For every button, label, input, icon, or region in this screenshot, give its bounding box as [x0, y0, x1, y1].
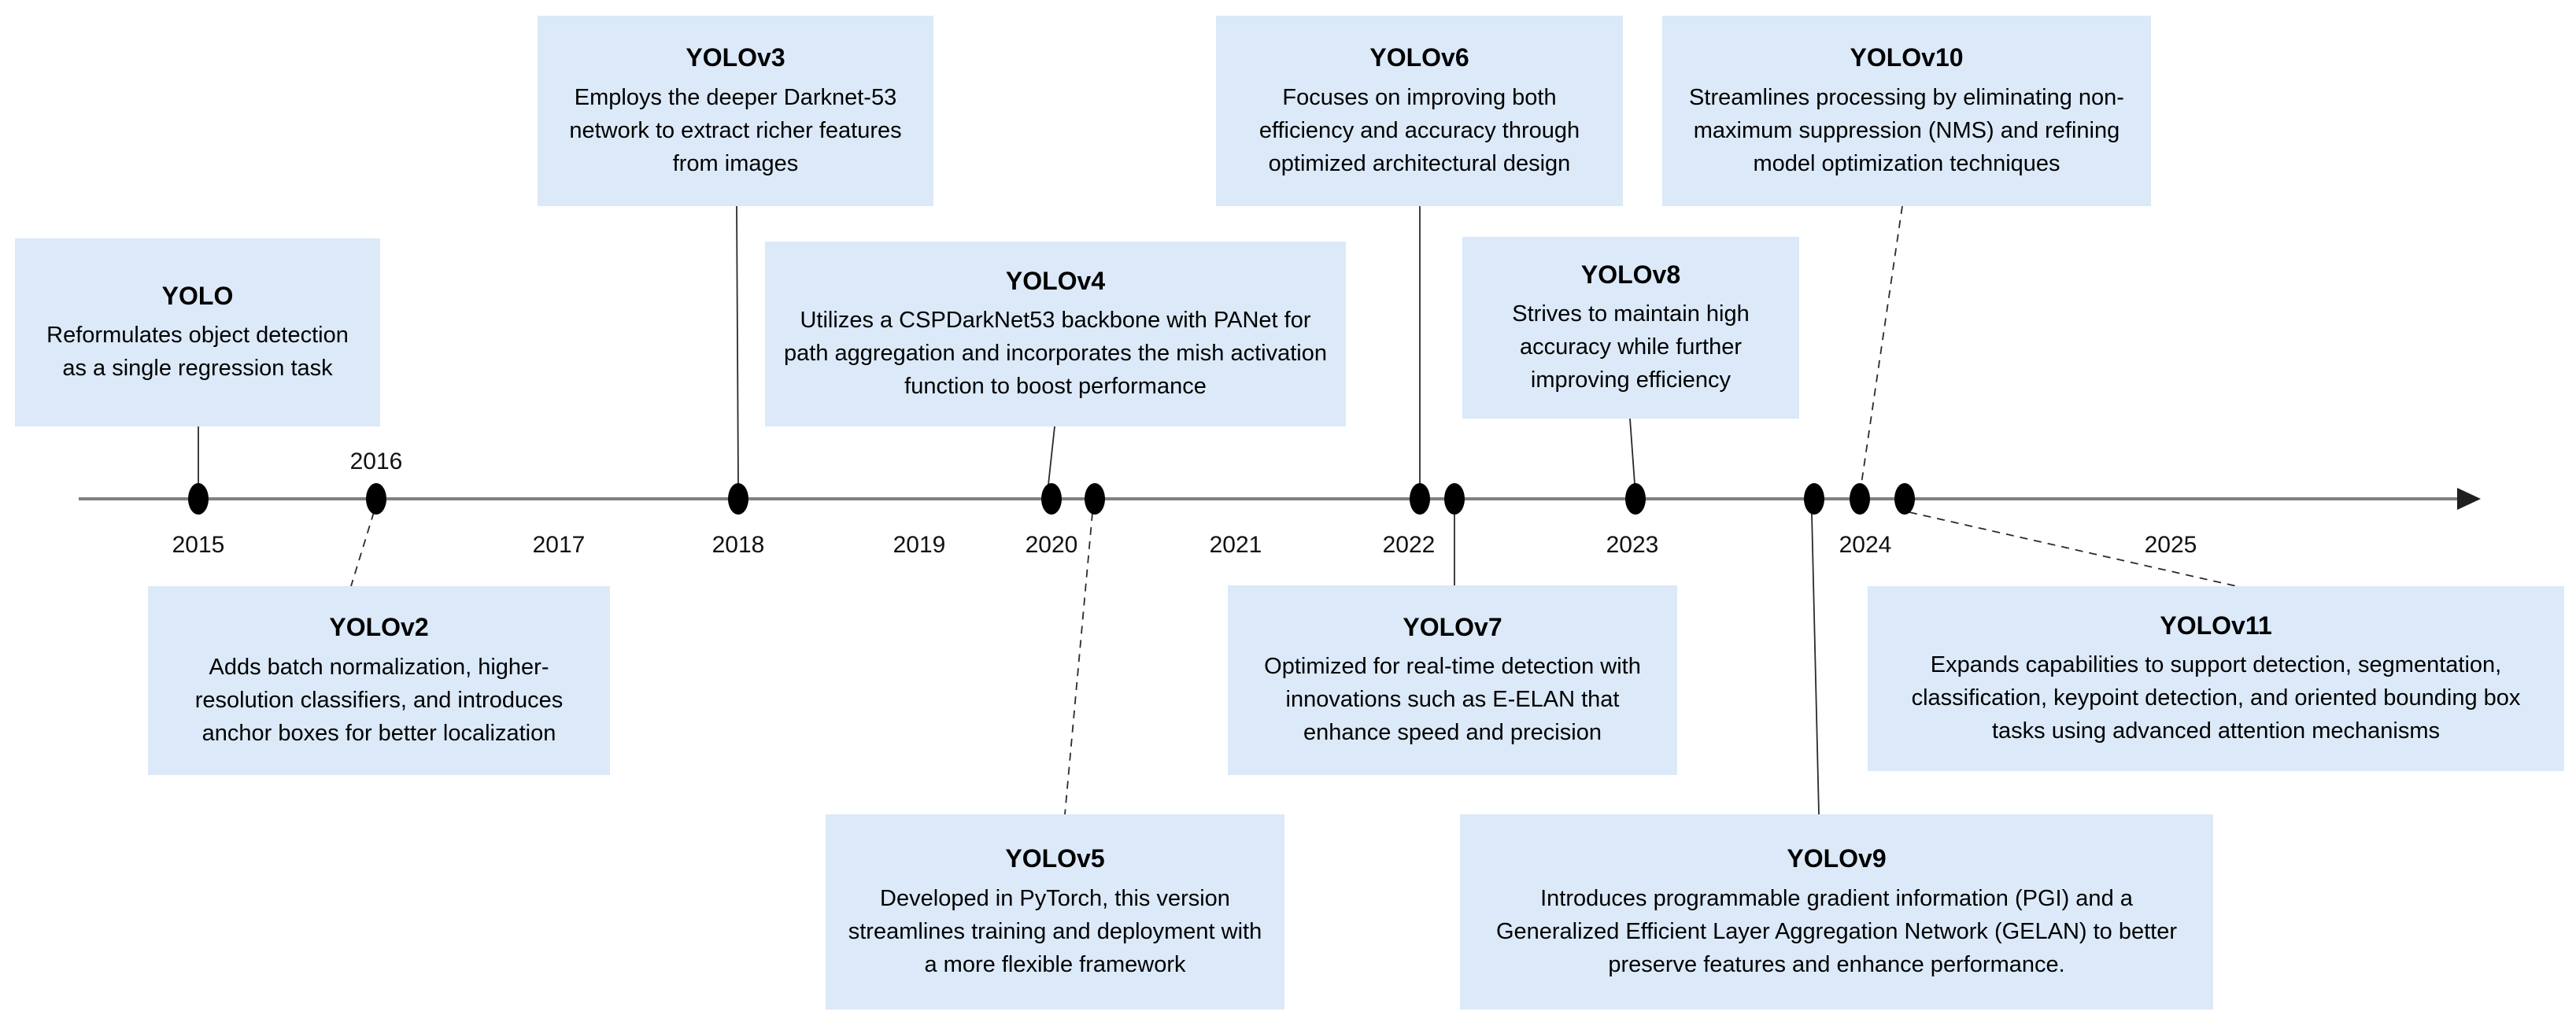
event-description: Developed in PyTorch, this version strea… — [848, 885, 1262, 977]
timeline-dot-2024a — [1804, 483, 1824, 515]
event-box-yolov5: YOLOv5 Developed in PyTorch, this versio… — [826, 814, 1284, 1009]
event-title: YOLOv8 — [1580, 260, 1681, 289]
event-description: Expands capabilities to support detectio… — [1911, 652, 2521, 744]
event-box-yolov9: YOLOv9 Introduces programmable gradient … — [1460, 814, 2213, 1009]
connector-yolov3 — [736, 205, 739, 485]
event-title: YOLOv3 — [686, 43, 785, 72]
event-box-yolov10: YOLOv10 Streamlines processing by elimin… — [1662, 16, 2151, 206]
event-description: Adds batch normalization, higher-resolut… — [194, 654, 564, 746]
timeline-dot-2018 — [728, 483, 748, 515]
timeline-dot-2022a — [1410, 483, 1430, 515]
connector-yolov2 — [350, 511, 375, 587]
year-label-2016: 2016 — [349, 448, 403, 474]
year-label-2018: 2018 — [711, 532, 765, 558]
event-description: Employs the deeper Darknet-53 network to… — [569, 84, 902, 176]
year-label-2017: 2017 — [532, 532, 586, 558]
event-title: YOLOv2 — [329, 613, 429, 642]
event-title: YOLOv9 — [1787, 844, 1887, 873]
timeline-dot-2020b — [1085, 483, 1105, 515]
timeline-dot-2016 — [366, 483, 386, 515]
event-box-yolov6: YOLOv6 Focuses on improving both efficie… — [1216, 16, 1623, 206]
event-description: Strives to maintain high accuracy while … — [1512, 301, 1750, 393]
event-title: YOLOv4 — [1005, 266, 1106, 295]
event-description: Optimized for real-time detection with i… — [1264, 654, 1641, 746]
timeline-dot-2015 — [188, 483, 209, 515]
event-box-yolov8: YOLOv8 Strives to maintain high accuracy… — [1462, 237, 1799, 419]
event-box-yolov11: YOLOv11 Expands capabilities to support … — [1868, 586, 2564, 771]
event-box-yolov7: YOLOv7 Optimized for real-time detection… — [1228, 585, 1677, 775]
year-label-2021: 2021 — [1209, 532, 1262, 558]
year-label-2024: 2024 — [1839, 532, 1892, 558]
year-label-2022: 2022 — [1382, 532, 1436, 558]
event-box-yolov2: YOLOv2 Adds batch normalization, higher-… — [148, 586, 610, 775]
event-description: Focuses on improving both efficiency and… — [1258, 84, 1580, 176]
year-label-2025: 2025 — [2144, 532, 2197, 558]
connector-yolov9 — [1811, 513, 1820, 815]
timeline-dot-2020a — [1041, 483, 1062, 515]
timeline-dot-2023 — [1625, 483, 1646, 515]
event-title: YOLOv7 — [1403, 612, 1502, 641]
event-box-yolov4: YOLOv4 Utilizes a CSPDarkNet53 backbone … — [765, 242, 1346, 426]
event-description: Reformulates object detection as a singl… — [46, 323, 349, 382]
timeline-dot-2022b — [1444, 483, 1465, 515]
event-description: Utilizes a CSPDarkNet53 backbone with PA… — [784, 308, 1327, 400]
year-label-2019: 2019 — [893, 532, 946, 558]
event-title: YOLOv11 — [2160, 611, 2272, 640]
year-label-2023: 2023 — [1606, 532, 1659, 558]
event-description: Streamlines processing by eliminating no… — [1689, 84, 2124, 176]
connector-yolov11 — [1909, 511, 2248, 589]
event-box-yolo: YOLO Reformulates object detection as a … — [15, 238, 380, 426]
timeline-dot-2024b — [1850, 483, 1870, 515]
event-title: YOLOv10 — [1850, 43, 1964, 72]
year-label-2020: 2020 — [1025, 532, 1078, 558]
timeline-arrowhead-icon — [2457, 488, 2481, 510]
event-title: YOLOv6 — [1369, 43, 1469, 72]
timeline-dot-2024c — [1894, 483, 1915, 515]
connector-yolov4 — [1048, 426, 1055, 485]
event-title: YOLO — [161, 281, 234, 310]
year-label-2015: 2015 — [172, 532, 225, 558]
connector-yolov8 — [1629, 418, 1635, 485]
connector-yolov10 — [1861, 205, 1903, 485]
event-box-yolov3: YOLOv3 Employs the deeper Darknet-53 net… — [538, 16, 933, 206]
event-title: YOLOv5 — [1005, 844, 1105, 873]
event-description: Introduces programmable gradient informa… — [1495, 885, 2178, 977]
